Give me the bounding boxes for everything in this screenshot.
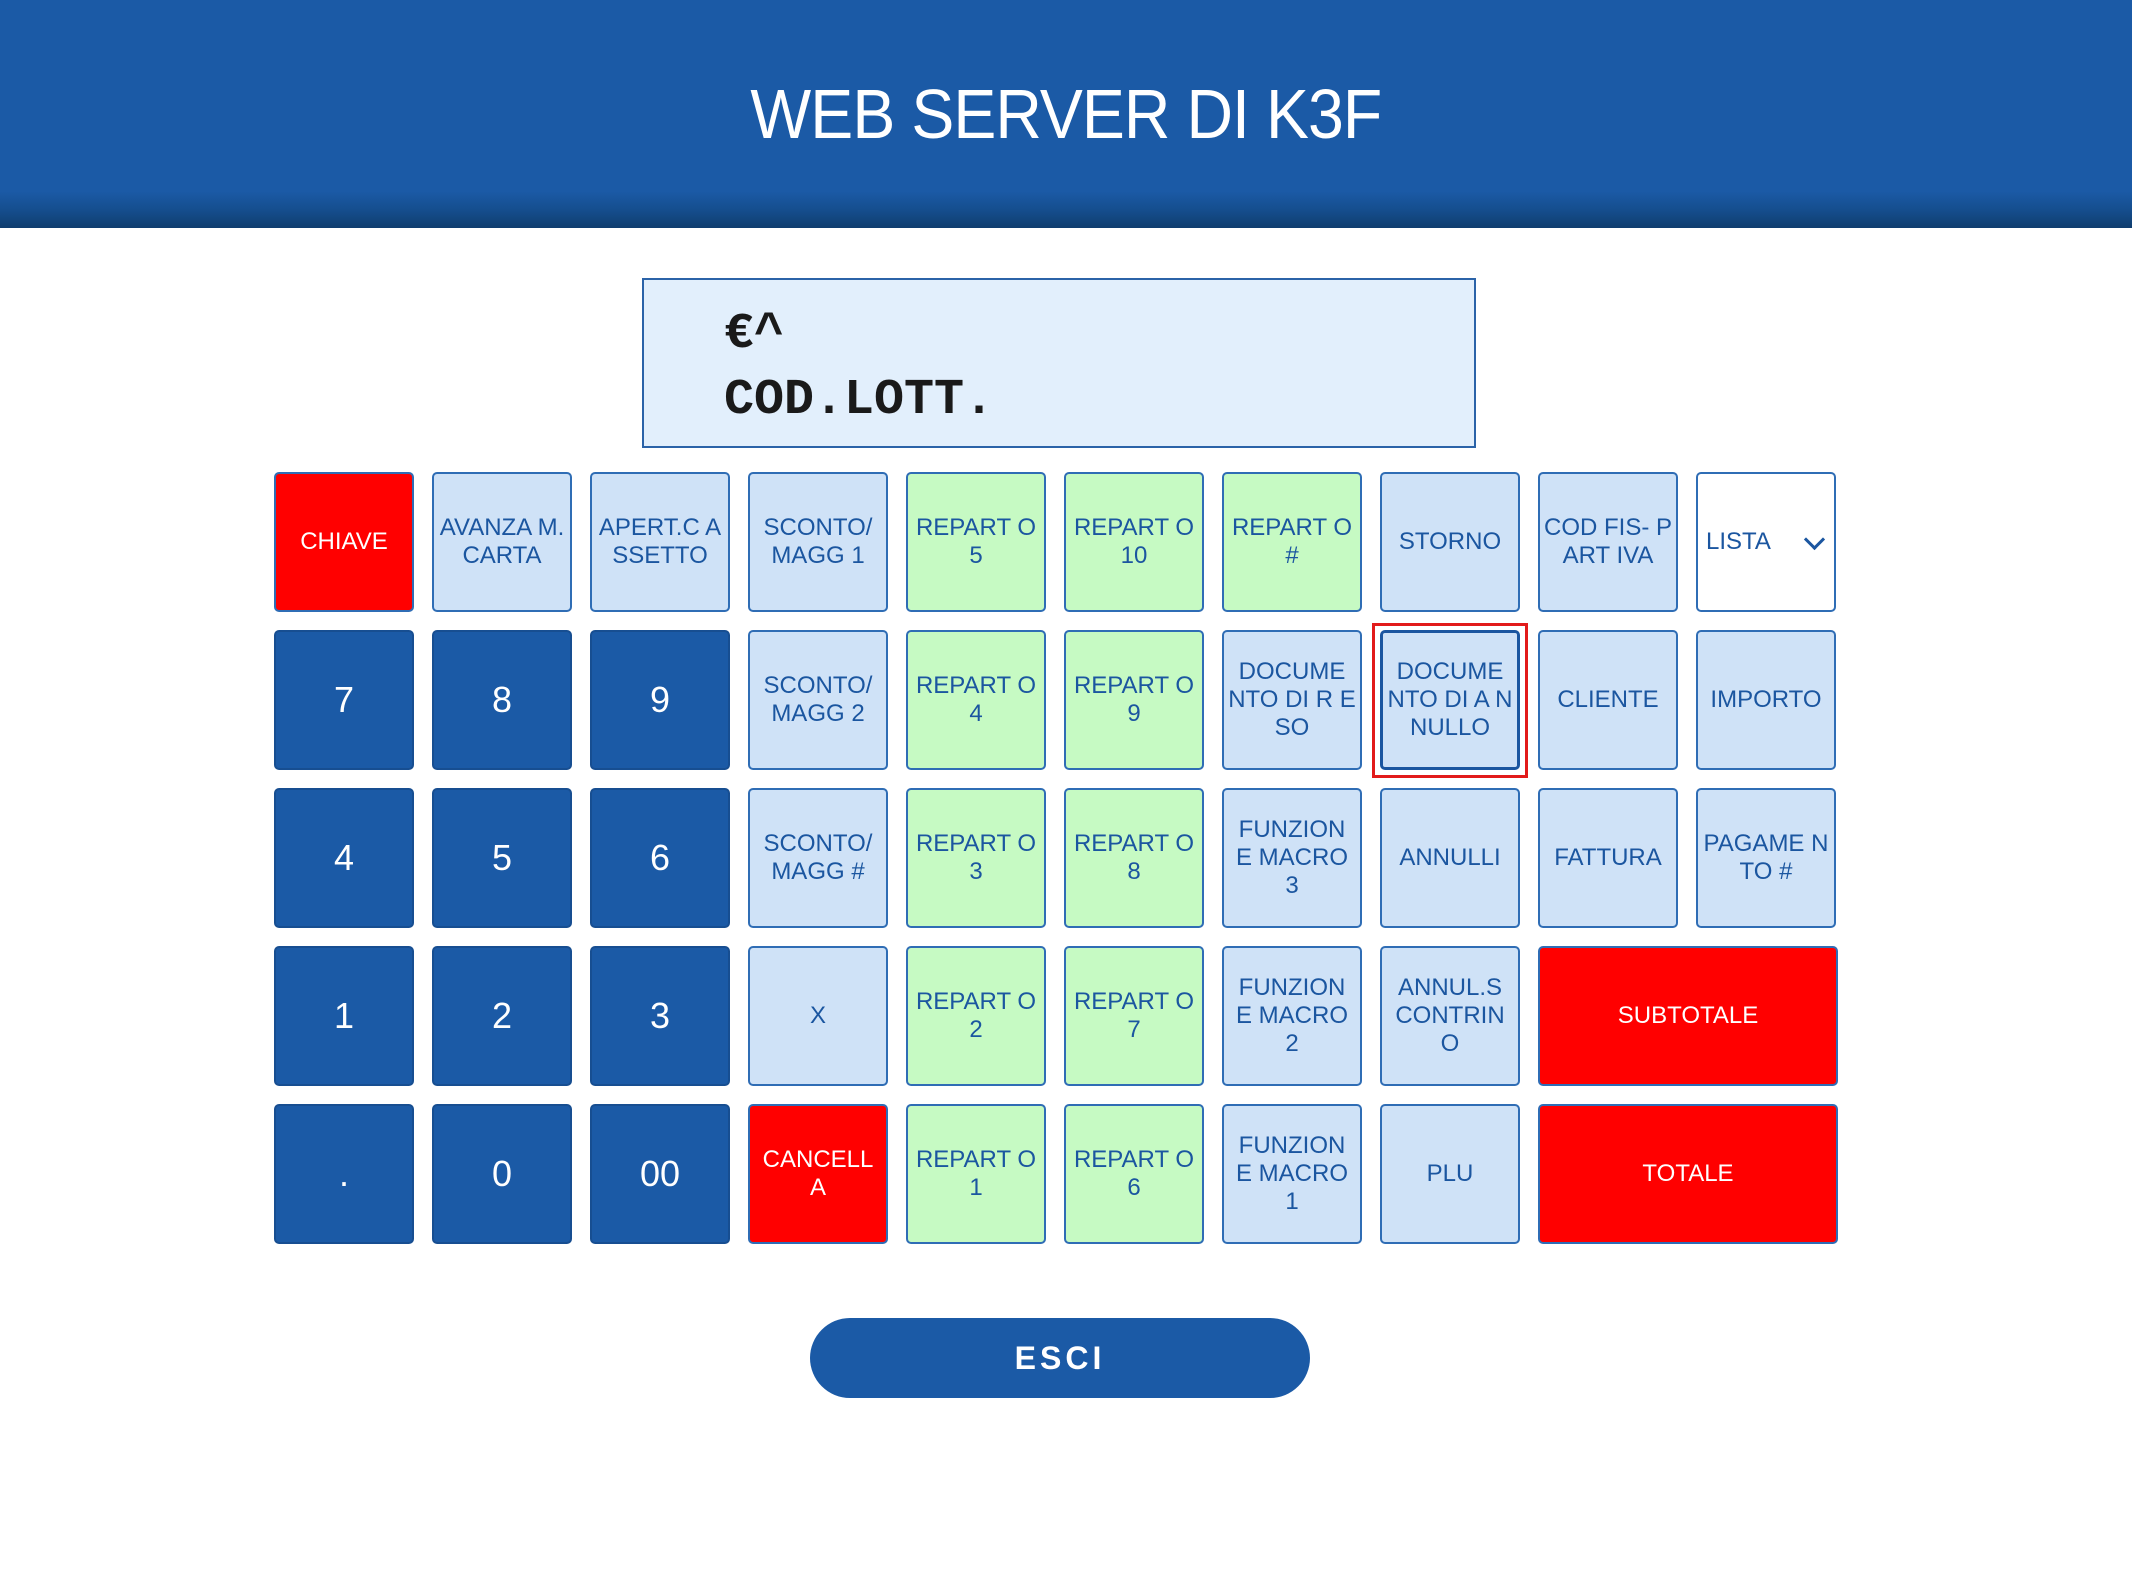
digit-0-key[interactable]: 0 xyxy=(432,1104,572,1244)
digit-5-key[interactable]: 5 xyxy=(432,788,572,928)
display-line-2: COD.LOTT. xyxy=(724,372,995,429)
cod-fis-part-iva-key[interactable]: COD FIS- PART IVA xyxy=(1538,472,1678,612)
sconto-magg-2-key[interactable]: SCONTO/ MAGG 2 xyxy=(748,630,888,770)
totale-key[interactable]: TOTALE xyxy=(1538,1104,1838,1244)
reparto-6-key[interactable]: REPART O 6 xyxy=(1064,1104,1204,1244)
reparto-5-key[interactable]: REPART O 5 xyxy=(906,472,1046,612)
multiply-key[interactable]: X xyxy=(748,946,888,1086)
esci-button[interactable]: ESCI xyxy=(810,1318,1310,1398)
digit-4-key[interactable]: 4 xyxy=(274,788,414,928)
double-zero-key[interactable]: 00 xyxy=(590,1104,730,1244)
reparto-3-key[interactable]: REPART O 3 xyxy=(906,788,1046,928)
annulli-key[interactable]: ANNULLI xyxy=(1380,788,1520,928)
lista-label: LISTA xyxy=(1706,528,1771,555)
app-header: WEB SERVER DI K3F xyxy=(0,0,2132,228)
plu-key[interactable]: PLU xyxy=(1380,1104,1520,1244)
reparto-9-key[interactable]: REPART O 9 xyxy=(1064,630,1204,770)
cash-register-display: €^ COD.LOTT. xyxy=(642,278,1476,448)
digit-7-key[interactable]: 7 xyxy=(274,630,414,770)
reparto-7-key[interactable]: REPART O 7 xyxy=(1064,946,1204,1086)
funzione-macro-1-key[interactable]: FUNZION E MACRO 1 xyxy=(1222,1104,1362,1244)
fattura-key[interactable]: FATTURA xyxy=(1538,788,1678,928)
chevron-down-icon xyxy=(1803,528,1826,551)
cliente-key[interactable]: CLIENTE xyxy=(1538,630,1678,770)
page-title: WEB SERVER DI K3F xyxy=(750,75,1383,153)
digit-2-key[interactable]: 2 xyxy=(432,946,572,1086)
digit-6-key[interactable]: 6 xyxy=(590,788,730,928)
reparto-1-key[interactable]: REPART O 1 xyxy=(906,1104,1046,1244)
avanza-carta-key[interactable]: AVANZA M.CARTA xyxy=(432,472,572,612)
sconto-magg-1-key[interactable]: SCONTO/ MAGG 1 xyxy=(748,472,888,612)
annulla-scontrino-key[interactable]: ANNUL.S CONTRIN O xyxy=(1380,946,1520,1086)
display-line-1: €^ xyxy=(724,306,785,363)
selection-highlight xyxy=(1372,623,1528,778)
reparto-hash-key[interactable]: REPART O # xyxy=(1222,472,1362,612)
reparto-2-key[interactable]: REPART O 2 xyxy=(906,946,1046,1086)
documento-di-annullo-key[interactable]: DOCUME NTO DI A NNULLO xyxy=(1380,630,1520,770)
funzione-macro-2-key[interactable]: FUNZION E MACRO 2 xyxy=(1222,946,1362,1086)
chiave-key[interactable]: CHIAVE xyxy=(274,472,414,612)
digit-1-key[interactable]: 1 xyxy=(274,946,414,1086)
digit-3-key[interactable]: 3 xyxy=(590,946,730,1086)
pagamento-hash-key[interactable]: PAGAME NTO # xyxy=(1696,788,1836,928)
reparto-4-key[interactable]: REPART O 4 xyxy=(906,630,1046,770)
subtotale-key[interactable]: SUBTOTALE xyxy=(1538,946,1838,1086)
storno-key[interactable]: STORNO xyxy=(1380,472,1520,612)
digit-8-key[interactable]: 8 xyxy=(432,630,572,770)
lista-select[interactable]: LISTA xyxy=(1696,472,1836,612)
digit-9-key[interactable]: 9 xyxy=(590,630,730,770)
decimal-point-key[interactable]: . xyxy=(274,1104,414,1244)
reparto-8-key[interactable]: REPART O 8 xyxy=(1064,788,1204,928)
cancella-key[interactable]: CANCELL A xyxy=(748,1104,888,1244)
reparto-10-key[interactable]: REPART O 10 xyxy=(1064,472,1204,612)
importo-key[interactable]: IMPORTO xyxy=(1696,630,1836,770)
funzione-macro-3-key[interactable]: FUNZION E MACRO 3 xyxy=(1222,788,1362,928)
sconto-magg-hash-key[interactable]: SCONTO/ MAGG # xyxy=(748,788,888,928)
documento-di-reso-key[interactable]: DOCUME NTO DI R ESO xyxy=(1222,630,1362,770)
apertura-cassetto-key[interactable]: APERT.C ASSETTO xyxy=(590,472,730,612)
